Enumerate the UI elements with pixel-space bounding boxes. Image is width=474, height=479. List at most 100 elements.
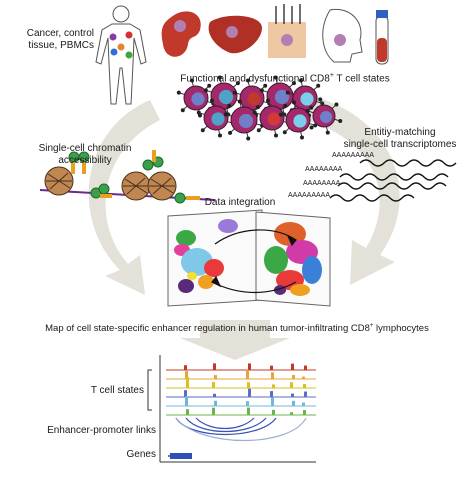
chromatin-track-peak (304, 365, 307, 370)
t-cell (305, 97, 343, 135)
chromatin-track-peak (247, 382, 250, 388)
flow-arrow-left (88, 100, 160, 295)
map-title: Map of cell state-specific enhancer regu… (10, 320, 464, 335)
organ-dot-blue (110, 48, 118, 56)
t-cell-receptor-tip (207, 83, 212, 88)
t-cell-nucleus (300, 92, 314, 106)
t-cell-cluster (176, 75, 343, 141)
t-cell-nucleus (274, 89, 290, 105)
head-icon (322, 8, 363, 63)
chromatin-track-peak (290, 382, 293, 388)
t-cell-receptor-tip (252, 110, 257, 115)
t-cell-receptor-tip (309, 125, 314, 130)
transposase-3 (142, 150, 164, 171)
transposase-2 (90, 183, 112, 199)
t-cell-receptor-tip (285, 90, 290, 95)
t-cell-receptor-tip (246, 136, 251, 141)
t-cell (252, 98, 292, 138)
t-cell-receptor-tip (237, 99, 242, 104)
skin-icon (268, 4, 306, 58)
data-integration-label: Data integration (204, 197, 276, 208)
chromatin-track-peak (186, 377, 189, 388)
gene-track (168, 453, 192, 459)
chromatin-track-peak (214, 375, 217, 379)
t-cell-receptor-tip (325, 130, 330, 135)
chromatin-track-peak (290, 412, 293, 415)
t-cell-receptor-tip (190, 78, 195, 83)
t-cell-states-title: Functional and dysfunctional CD8+ T cell… (150, 70, 420, 85)
t-cell-nucleus (238, 113, 254, 129)
t-cell-receptor-tip (196, 110, 201, 115)
organ-dot-orange (117, 43, 125, 51)
t-cell-states-label: T cell states (90, 385, 144, 396)
transcriptome-label: Entitiy-matching single-cell transcripto… (330, 127, 470, 151)
chromatin-label: Single-cell chromatin accessibility (20, 143, 150, 167)
t-cell-receptor-tip (292, 100, 297, 105)
genome-browser-panel (147, 355, 316, 463)
nucleosome-1 (44, 166, 74, 196)
t-cell-receptor-tip (283, 103, 288, 108)
t-cell-receptor-tip (232, 90, 237, 95)
umap-panel-right (255, 211, 331, 307)
map-title-sup: + (369, 323, 374, 329)
chromatin-illustration (39, 150, 216, 204)
kidney-icon (161, 11, 201, 57)
poly-a-4: AAAAAAAAA (288, 192, 331, 199)
t-cell-states-title-sup: + (329, 72, 334, 79)
t-cell (176, 78, 216, 118)
t-cell-receptor-tip (334, 102, 339, 107)
t-cell (203, 75, 245, 117)
flow-arrow-right (300, 95, 400, 285)
t-cell-states-title-tail: T cell states (333, 73, 390, 85)
chromatin-track-peak (246, 369, 249, 379)
t-cell-nucleus (211, 112, 225, 126)
chromatin-track-peak (212, 382, 215, 388)
t-cell-receptor-tip (291, 81, 296, 86)
chromatin-track-peak (272, 384, 275, 388)
chromatin-track-peak (302, 376, 305, 379)
umap-panel-left (167, 209, 263, 307)
t-cell (285, 78, 325, 118)
chromatin-track-peak (302, 402, 305, 406)
t-cell-receptor-tip (255, 105, 260, 110)
chromatin-track-peak (303, 410, 306, 415)
chromatin-track-peak (271, 397, 274, 406)
map-title-tail: lymphocytes (373, 323, 429, 335)
t-cell-receptor-tip (299, 135, 304, 140)
chromatin-track-peak (270, 365, 273, 370)
t-cell-receptor-tip (246, 78, 251, 83)
chromatin-track-peak (272, 409, 275, 415)
t-cell-receptor-tip (200, 128, 205, 133)
chromatin-track-peak (292, 400, 295, 406)
t-cell-nucleus (293, 114, 307, 128)
blood-tube-icon (375, 10, 389, 65)
chromatin-track-peak (214, 400, 217, 406)
t-cell-receptor-tip (338, 119, 343, 124)
t-cell-receptor-tip (278, 112, 283, 117)
t-cell-receptor-tip (273, 133, 278, 138)
chromatin-tracks (166, 363, 316, 416)
transcriptome-label-line-1: Entitiy-matching (364, 127, 436, 138)
chromatin-track-peak (212, 407, 215, 415)
enhancer-promoter-arcs (175, 417, 307, 441)
genes-label: Genes (126, 449, 156, 460)
chromatin-track-peak (246, 401, 249, 406)
flow-arrow-down (180, 320, 290, 360)
t-cell-receptor-tip (227, 103, 232, 108)
t-cell-receptor-tip (299, 78, 304, 83)
t-cell-receptor-tip (228, 130, 233, 135)
chromatin-track-peak (185, 371, 188, 379)
chromatin-track-peak (184, 390, 187, 397)
chromatin-track-peak (291, 363, 294, 370)
source-label: Cancer, control tissue, PBMCs (0, 28, 94, 52)
chromatin-track-peak (271, 372, 274, 379)
t-cell-nucleus (267, 112, 281, 126)
t-cell-receptor-tip (210, 98, 215, 103)
organ-dot-green (125, 51, 133, 59)
chromatin-track-peak (213, 363, 216, 370)
chromatin-track-peak (213, 393, 216, 397)
source-label-line-2: tissue, PBMCs (28, 40, 94, 51)
transcript-waves (329, 159, 457, 202)
